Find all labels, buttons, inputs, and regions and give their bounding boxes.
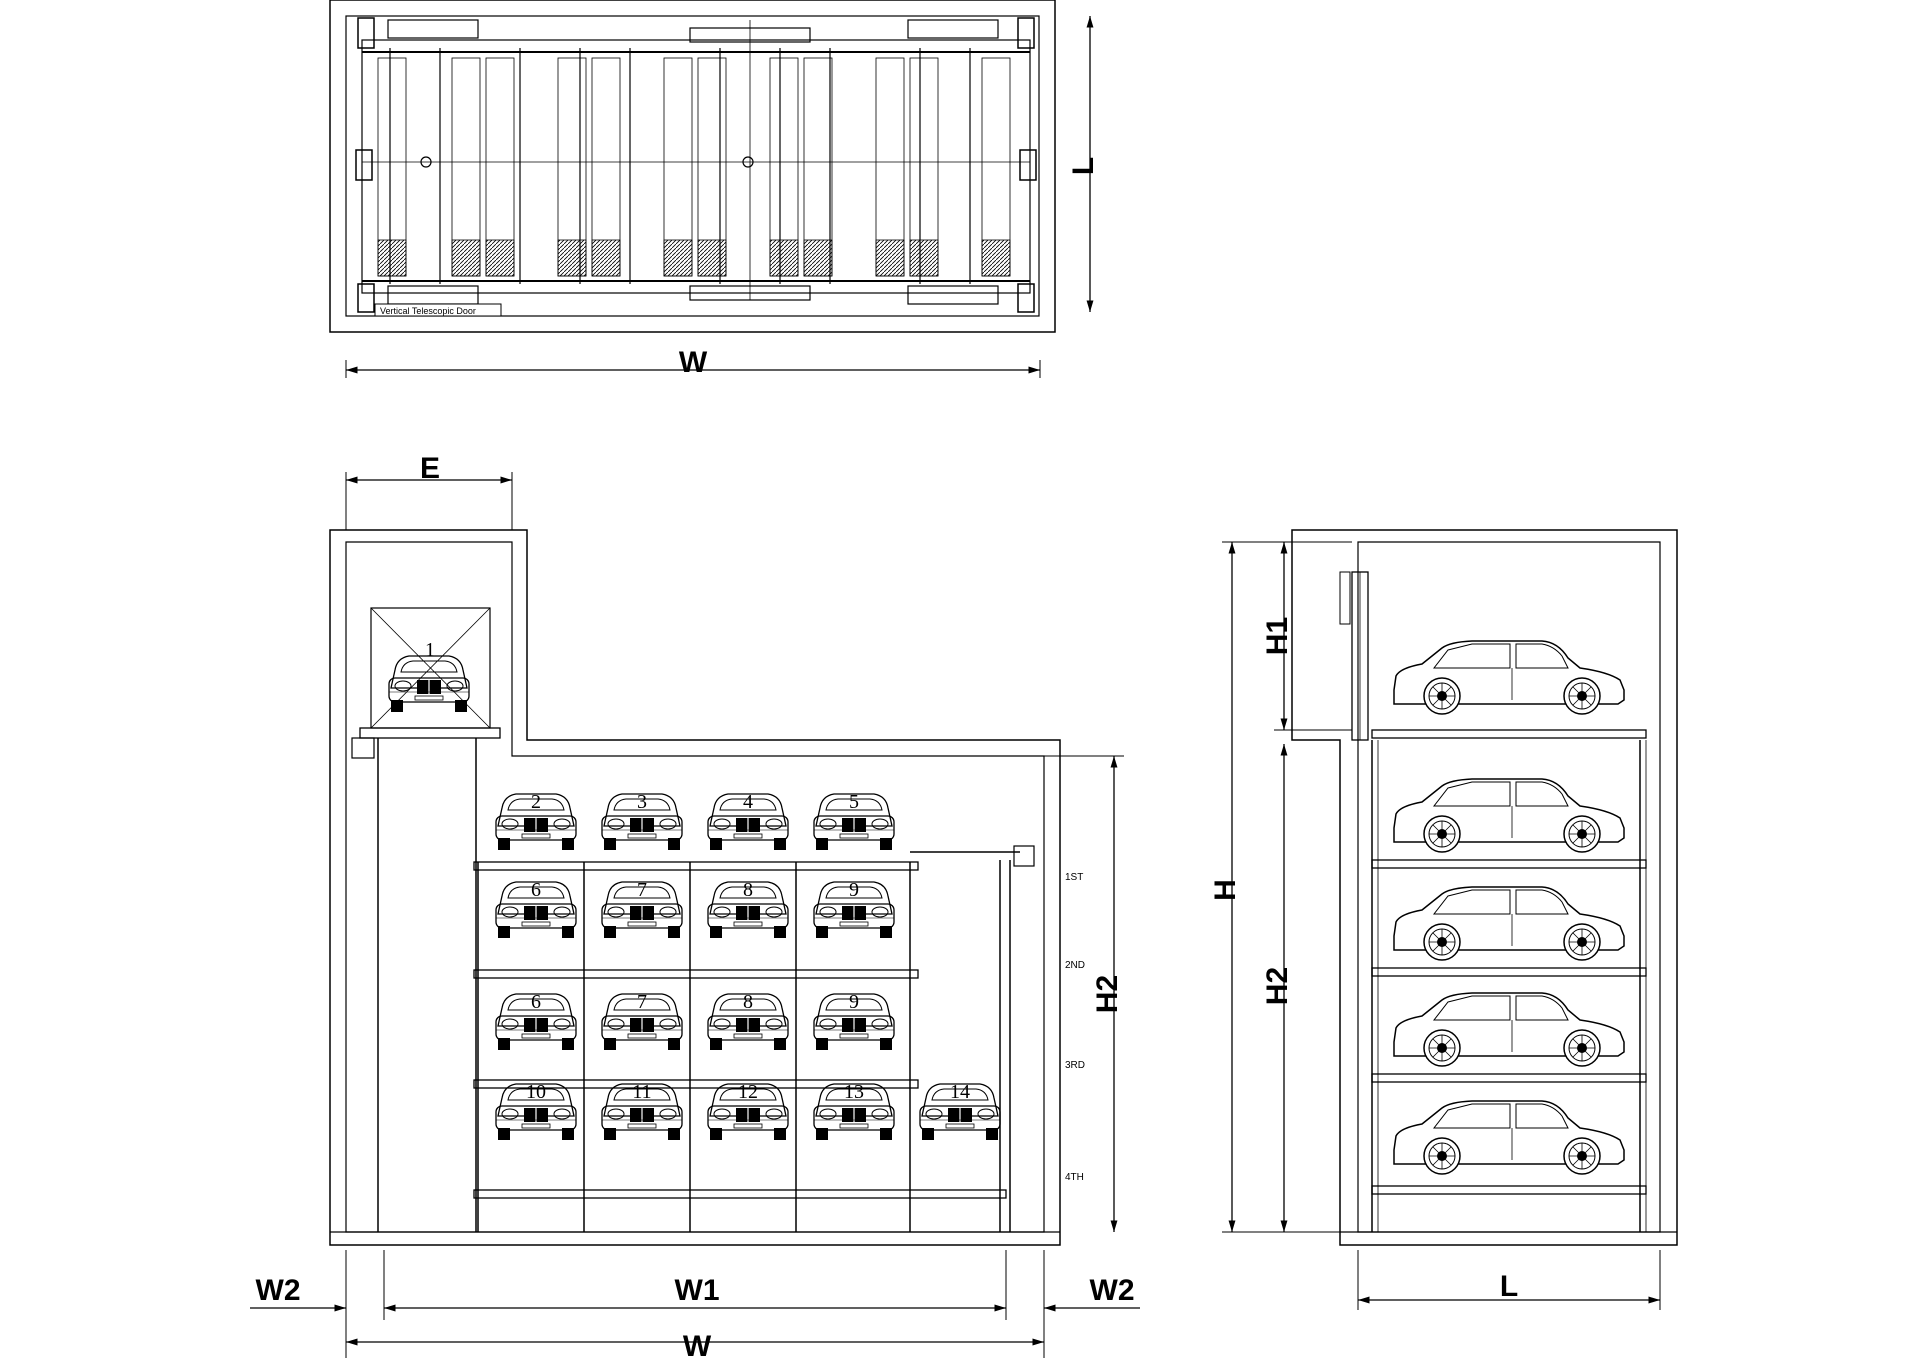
floor-label-1st: 1ST [1065, 872, 1083, 883]
plan-inner-wall [345, 15, 1040, 317]
slot-number: 8 [743, 879, 753, 901]
floor-labels: 1ST 2ND 3RD 4TH [1065, 872, 1085, 1183]
plan-parking-slots [377, 48, 1011, 284]
w2-left-label: W2 [256, 1274, 301, 1307]
side-rack [1371, 740, 1647, 1232]
plan-slot-hatch [981, 239, 1011, 277]
side-l-label: L [1500, 1270, 1518, 1303]
rack-beam [473, 969, 919, 979]
w1-label: W1 [675, 1274, 720, 1307]
lift-motor [351, 737, 375, 759]
plan-slot-hatch [591, 239, 621, 277]
side-view: H H1 H2 L [1209, 529, 1678, 1310]
slot-number: 4 [743, 791, 753, 813]
entry-car [388, 655, 470, 713]
side-shelf [1371, 729, 1647, 739]
entry-slot-number: 1 [425, 639, 435, 661]
slot-number: 6 [531, 879, 541, 901]
plan-slot-hatch [875, 239, 905, 277]
rack-beam [473, 1079, 919, 1089]
side-h1-label: H1 [1261, 617, 1294, 655]
plan-slot-hatch [663, 239, 693, 277]
slot-number: 3 [637, 791, 647, 813]
slot-number: 9 [849, 879, 859, 901]
front-view: 1 2 3 4 5 6 7 8 9 6 7 8 9 10 11 12 13 14 1ST 2ND 3RD 4TH… [250, 452, 1140, 1358]
front-outer-wall [329, 529, 1061, 1246]
rack-beam [473, 861, 919, 871]
slot-number: 2 [531, 791, 541, 813]
side-car [1393, 1100, 1625, 1175]
floor-label-2nd: 2ND [1065, 960, 1085, 971]
plan-slot-hatch [697, 239, 727, 277]
plan-slot-hatch [769, 239, 799, 277]
slot-number: 8 [743, 991, 753, 1013]
plan-slot-hatch [377, 239, 407, 277]
side-car [1393, 640, 1625, 715]
side-shelf [1371, 1185, 1647, 1195]
side-shelf [1371, 859, 1647, 869]
side-car [1393, 886, 1625, 961]
slot-number: 12 [738, 1081, 758, 1103]
plan-view: Vertical Telescopic Door W L [329, 0, 1100, 379]
front-inner-wall [345, 541, 1045, 1233]
drive-motor [1013, 845, 1035, 867]
plan-outer-wall [329, 0, 1056, 333]
plan-length-label: L [1067, 157, 1100, 175]
side-h-label: H [1209, 879, 1242, 901]
side-car [1393, 778, 1625, 853]
plan-slot-hatch [557, 239, 587, 277]
plan-slot-hatch [909, 239, 939, 277]
door-label-box [374, 303, 502, 317]
entrance-label: E [420, 452, 440, 485]
floor-label-4th: 4TH [1065, 1172, 1084, 1183]
side-h2-label: H2 [1261, 967, 1294, 1005]
slot-number: 9 [849, 991, 859, 1013]
front-h2-label: H2 [1091, 975, 1124, 1013]
door-label: Vertical Telescopic Door [380, 306, 476, 316]
side-shelf [1371, 967, 1647, 977]
plan-width-label: W [679, 346, 708, 379]
rack-beam [473, 1189, 1007, 1199]
slot-number: 6 [531, 991, 541, 1013]
plan-slot-hatch [451, 239, 481, 277]
slot-number: 14 [950, 1081, 970, 1103]
plan-corner-drives [355, 17, 1037, 313]
w2-right-label: W2 [1090, 1274, 1135, 1307]
side-cars [1371, 640, 1647, 1195]
slot-number: 11 [632, 1081, 651, 1103]
plan-slot-hatch [803, 239, 833, 277]
side-outer-wall [1291, 529, 1678, 1246]
slot-number: 7 [637, 879, 647, 901]
slot-number: 7 [637, 991, 647, 1013]
parking-rack: 2 3 4 5 6 7 8 9 6 7 8 9 10 11 12 13 14 [473, 791, 1035, 1232]
side-car [1393, 992, 1625, 1067]
plan-slot-hatch [485, 239, 515, 277]
floor-label-3rd: 3RD [1065, 1060, 1085, 1071]
slot-number: 13 [844, 1081, 864, 1103]
slot-number: 10 [526, 1081, 546, 1103]
plan-frame [361, 39, 1031, 294]
side-shelf [1371, 1073, 1647, 1083]
w-label: W [683, 1330, 712, 1358]
slot-number: 5 [849, 791, 859, 813]
